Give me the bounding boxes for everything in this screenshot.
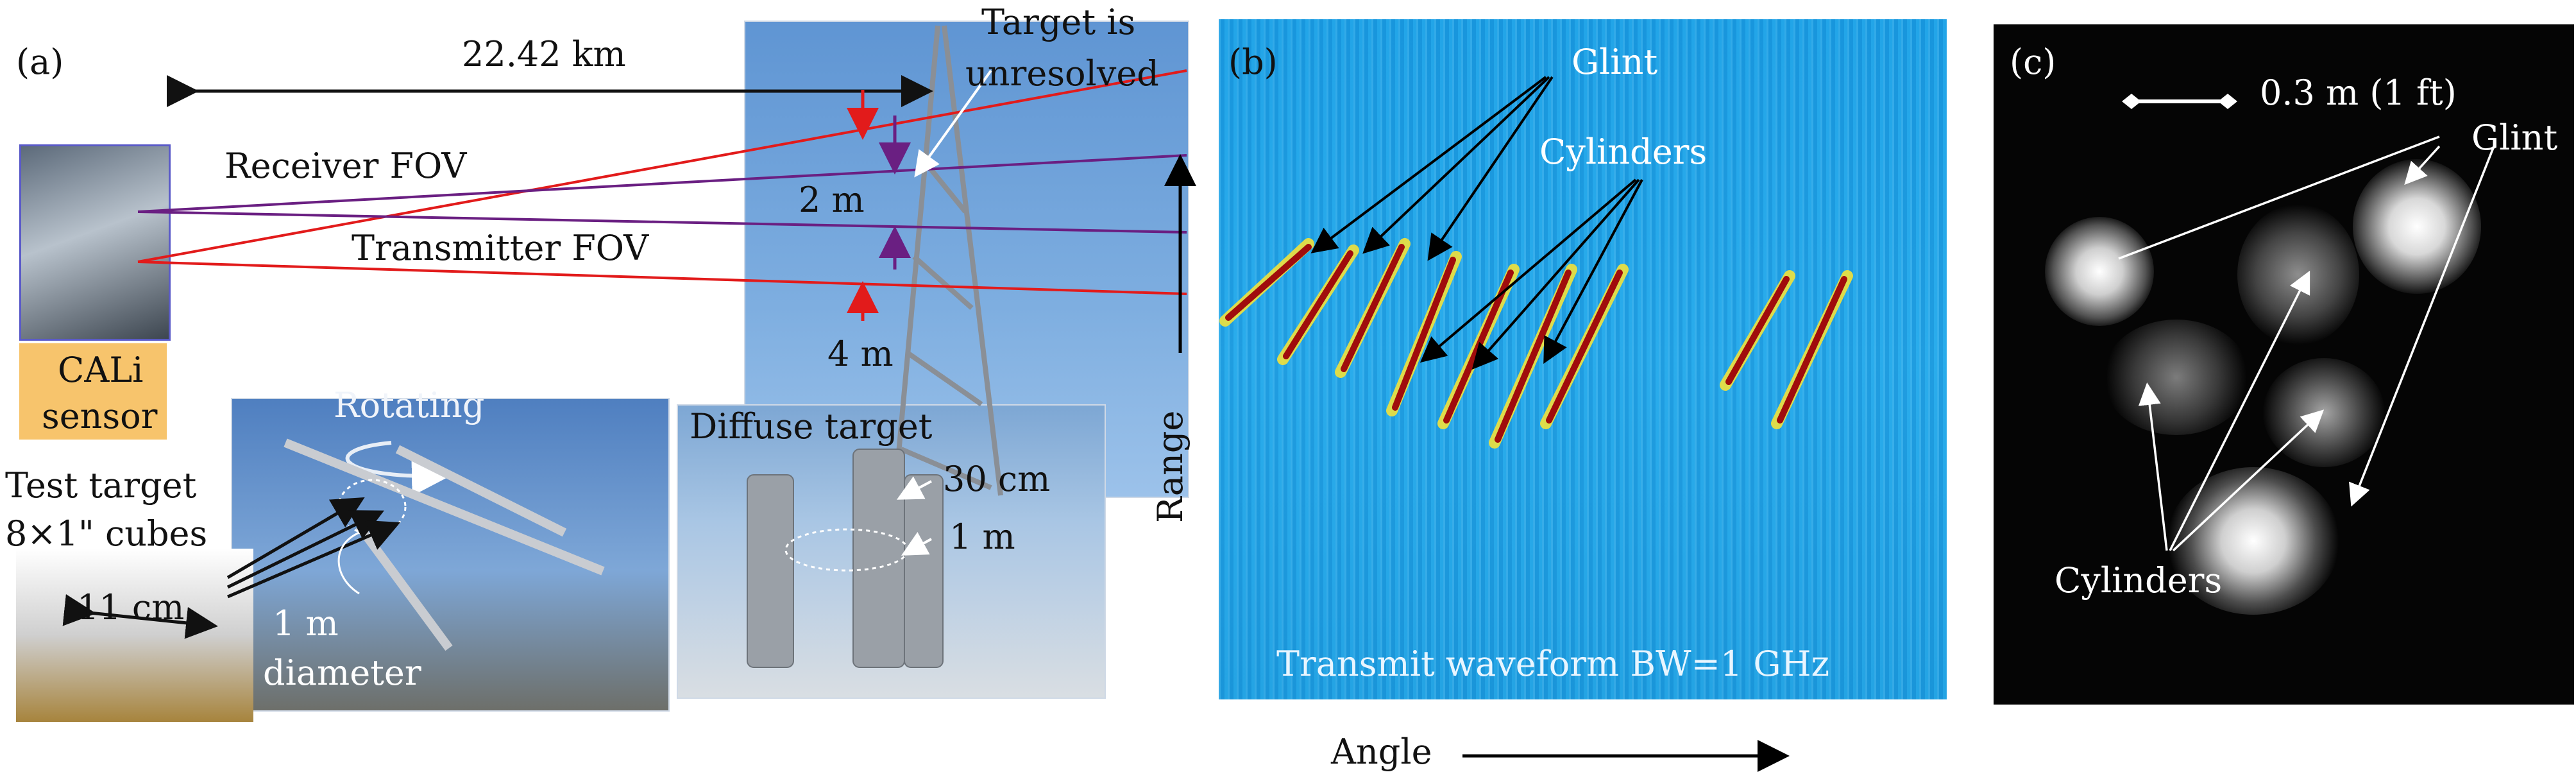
glint-arrows-c — [2118, 135, 2495, 507]
cylinders-label-c: Cylinders — [2055, 560, 2223, 601]
dim-2m-label: 2 m — [799, 180, 865, 220]
glint-label-c: Glint — [2471, 117, 2558, 158]
rotating-label: Rotating — [334, 385, 485, 425]
arrow-30cm — [896, 476, 932, 500]
glint-blob-left — [2045, 217, 2154, 326]
sensor-label-1: CALi — [58, 350, 144, 390]
dim-4m-label: 4 m — [827, 334, 894, 374]
target-arrow — [914, 69, 992, 178]
test-target-label-1: Test target — [5, 465, 197, 506]
target-returns — [1219, 238, 1853, 449]
dim-11cm-label: 11 cm — [77, 587, 185, 628]
dim-30cm-label: 30 cm — [943, 459, 1051, 499]
cylinder-arrows-c — [2138, 270, 2325, 552]
diameter-label-2: diameter — [263, 653, 421, 693]
diffuse-cylinders — [747, 449, 944, 668]
panel-b: (b) Glint Cylinders Transmit waveform BW… — [1212, 0, 1982, 779]
range-axis-label: Range — [1150, 410, 1191, 523]
panel-label-a: (a) — [16, 42, 64, 82]
diffuse-target-label: Diffuse target — [690, 406, 933, 447]
panel-label-c: (c) — [2010, 42, 2056, 82]
cylinder-arrows — [1419, 178, 1643, 370]
panel-c: (c) 0.3 m (1 ft) Glint Cylinders — [1994, 24, 2574, 705]
cylinder-blob-2 — [2103, 320, 2250, 435]
sensor-photo — [19, 144, 171, 341]
dim-1m-label: 1 m — [949, 517, 1015, 557]
diameter-label-1: 1 m — [273, 603, 339, 644]
receiver-fov-lines — [137, 154, 1187, 234]
glint-arrows — [1310, 76, 1554, 261]
cube-arrows — [226, 497, 401, 599]
panel-c-overlay — [2118, 94, 2495, 552]
waveform-label: Transmit waveform BW=1 GHz — [1276, 644, 1830, 684]
target-note-2: unresolved — [965, 53, 1159, 94]
test-target-label-2: 8×1" cubes — [5, 513, 208, 554]
rotating-arrow — [345, 441, 450, 496]
glint-label-b: Glint — [1572, 42, 1658, 82]
sensor-label-2: sensor — [42, 396, 158, 436]
transmitter-fov-lines — [137, 69, 1187, 295]
transmitter-fov-label: Transmitter FOV — [352, 228, 649, 268]
target-note-1: Target is — [981, 2, 1136, 42]
distance-label: 22.42 km — [462, 34, 626, 74]
panel-a-overlay — [62, 25, 1187, 668]
cylinder-blob-4 — [2167, 467, 2340, 615]
panel-label-b: (b) — [1228, 42, 1278, 82]
arrow-1m — [901, 532, 932, 556]
scale-bar — [2122, 94, 2237, 109]
sensor-badge — [19, 343, 167, 440]
arrow-11cm — [62, 594, 218, 639]
panel-a: (a) 22.42 km Target is unresolved Receiv… — [0, 0, 1219, 779]
cylinders-label-b: Cylinders — [1539, 132, 1707, 172]
angle-axis-label: Angle — [1331, 732, 1432, 772]
receiver-fov-label: Receiver FOV — [225, 146, 467, 186]
panel-b-overlay — [1219, 76, 1853, 449]
scale-label: 0.3 m (1 ft) — [2260, 73, 2457, 113]
diameter-leader — [337, 531, 360, 595]
